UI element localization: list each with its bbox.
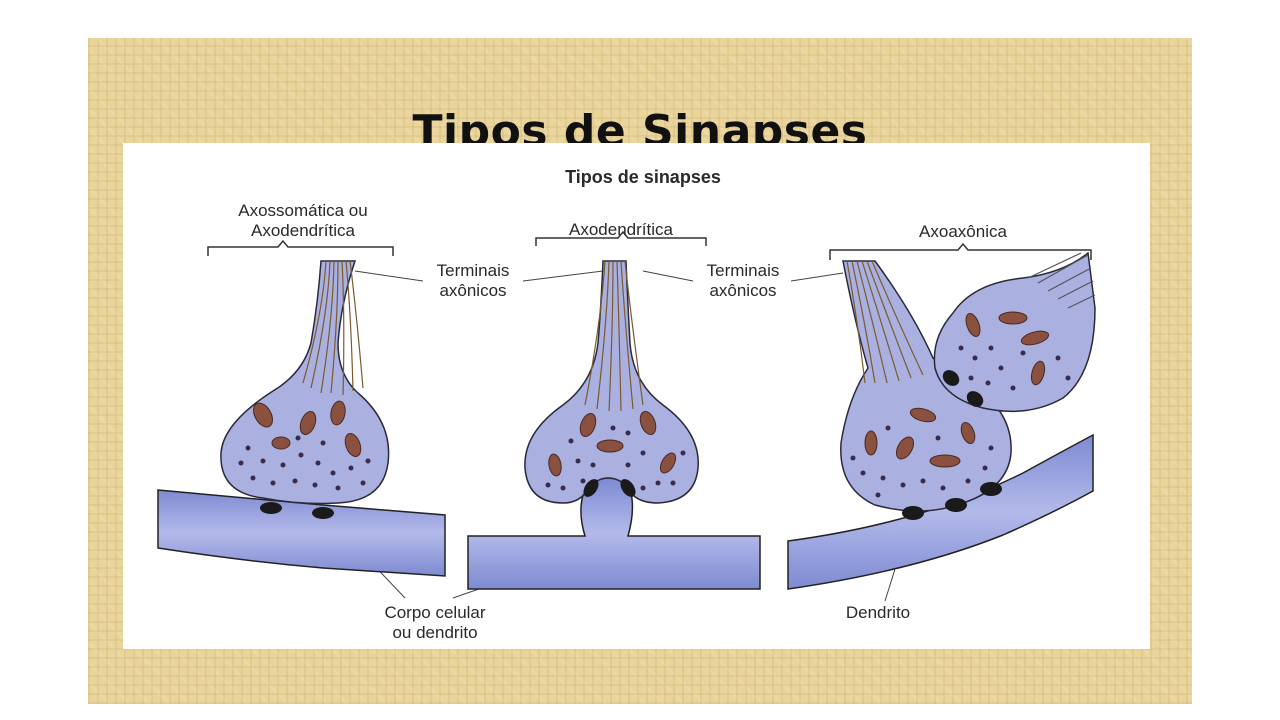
dendrite-left: [157, 489, 446, 577]
dendrite-middle-with-spine: [467, 477, 761, 590]
label-axossomatica: Axossomática ou Axodendrítica: [183, 201, 423, 241]
terminal-axoaxonic-postsynaptic: [840, 260, 1012, 520]
synapse-figure: Tipos de sinapses Axossomática ou Axoden…: [123, 143, 1150, 649]
label-terminais-right-line1: Terminais: [706, 261, 780, 280]
figure-title: Tipos de sinapses: [565, 167, 721, 187]
label-axossomatica-line1: Axossomática ou: [238, 201, 368, 220]
label-axossomatica-line2: Axodendrítica: [251, 221, 355, 240]
label-terminais-left-line2: axônicos: [439, 281, 507, 300]
label-terminais-right-line2: axônicos: [709, 281, 777, 300]
bracket-axodendritica: [535, 230, 707, 246]
synapse-illustration: [157, 230, 1096, 602]
label-corpo-celular: Corpo celular ou dendrito: [355, 603, 515, 643]
label-corpo-line1: Corpo celular: [384, 603, 486, 622]
label-axodendritica: Axodendrítica: [569, 220, 673, 239]
terminal-axoaxonic-presynaptic: [933, 251, 1096, 413]
bracket-axossomatica: [207, 239, 394, 256]
bracket-axoaxonica: [829, 242, 1092, 260]
label-terminais-left-line1: Terminais: [436, 261, 510, 280]
label-terminais-axonicos-right: Terminais axônicos: [683, 261, 803, 301]
label-terminais-axonicos-left: Terminais axônicos: [413, 261, 533, 301]
label-axoaxonica: Axoaxônica: [919, 222, 1007, 241]
terminal-axodendritic: [524, 260, 699, 504]
terminal-axossomatic: [220, 260, 390, 519]
label-corpo-line2: ou dendrito: [392, 623, 478, 642]
label-dendrito: Dendrito: [845, 603, 911, 622]
